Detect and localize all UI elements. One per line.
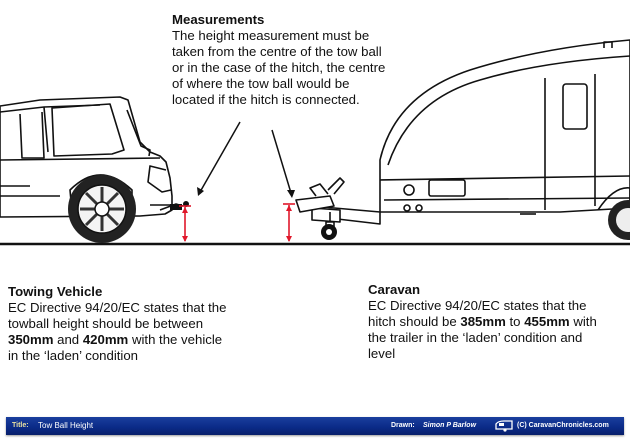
pointer-line-hitch — [271, 129, 292, 194]
towing-line: EC Directive 94/20/EC states that the — [8, 300, 227, 315]
caravan-note: Caravan EC Directive 94/20/EC states tha… — [368, 282, 626, 362]
caravan-after-text: with — [569, 314, 597, 329]
towing-min-height: 350mm — [8, 332, 54, 347]
height-marker-hitch — [283, 203, 295, 242]
copyright-text: (C) CaravanChronicles.com — [517, 422, 609, 429]
measurements-heading: Measurements — [172, 12, 265, 27]
tow-ball-diagram — [0, 39, 630, 246]
caravan-to-text: to — [505, 314, 525, 329]
towing-max-height: 420mm — [82, 332, 129, 347]
measurements-line: located if the hitch is connected. — [172, 92, 360, 107]
measurements-line: of where the tow ball would be — [172, 76, 350, 91]
title-key: Title: — [12, 422, 29, 429]
title-bar: Title: Tow Ball Height Drawn: Simon P Ba… — [6, 417, 624, 435]
pointer-line-car — [199, 121, 241, 193]
caravan-pre-text: hitch should be — [368, 314, 461, 329]
measurements-note: Measurements The height measurement must… — [172, 12, 412, 108]
title-value: Tow Ball Height — [38, 421, 94, 430]
towing-vehicle-note: Towing Vehicle EC Directive 94/20/EC sta… — [8, 284, 278, 364]
height-marker-car — [179, 205, 191, 242]
measurements-line: or in the case of the hitch, the centre — [172, 60, 386, 75]
pointer-arrow-hitch — [287, 190, 295, 198]
caravan-min-height: 385mm — [460, 314, 506, 329]
caravan-hitch — [295, 177, 381, 229]
towing-vehicle-heading: Towing Vehicle — [8, 284, 103, 299]
caravan-line: level — [368, 346, 396, 361]
measurements-line: taken from the centre of the tow ball — [172, 44, 382, 59]
towing-line: in the ‘laden’ condition — [8, 348, 139, 363]
drawn-key: Drawn: — [391, 422, 415, 429]
car-rear-wheel — [68, 175, 136, 243]
caravan-heading: Caravan — [368, 282, 421, 297]
caravan-line: EC Directive 94/20/EC states that the — [368, 298, 587, 313]
towing-and-text: and — [53, 332, 83, 347]
towing-line: towball height should be between — [8, 316, 204, 331]
measurements-line: The height measurement must be — [172, 28, 370, 43]
caravan-body — [379, 39, 630, 215]
caravan-logo-icon — [495, 420, 513, 432]
towing-after-text: with the vehicle — [128, 332, 223, 347]
pointer-arrow-car — [197, 187, 204, 196]
jockey-wheel — [321, 224, 337, 240]
caravan-max-height: 455mm — [524, 314, 570, 329]
drawn-value: Simon P Barlow — [423, 422, 477, 429]
caravan-line: the trailer in the ‘laden’ condition and — [368, 330, 583, 345]
